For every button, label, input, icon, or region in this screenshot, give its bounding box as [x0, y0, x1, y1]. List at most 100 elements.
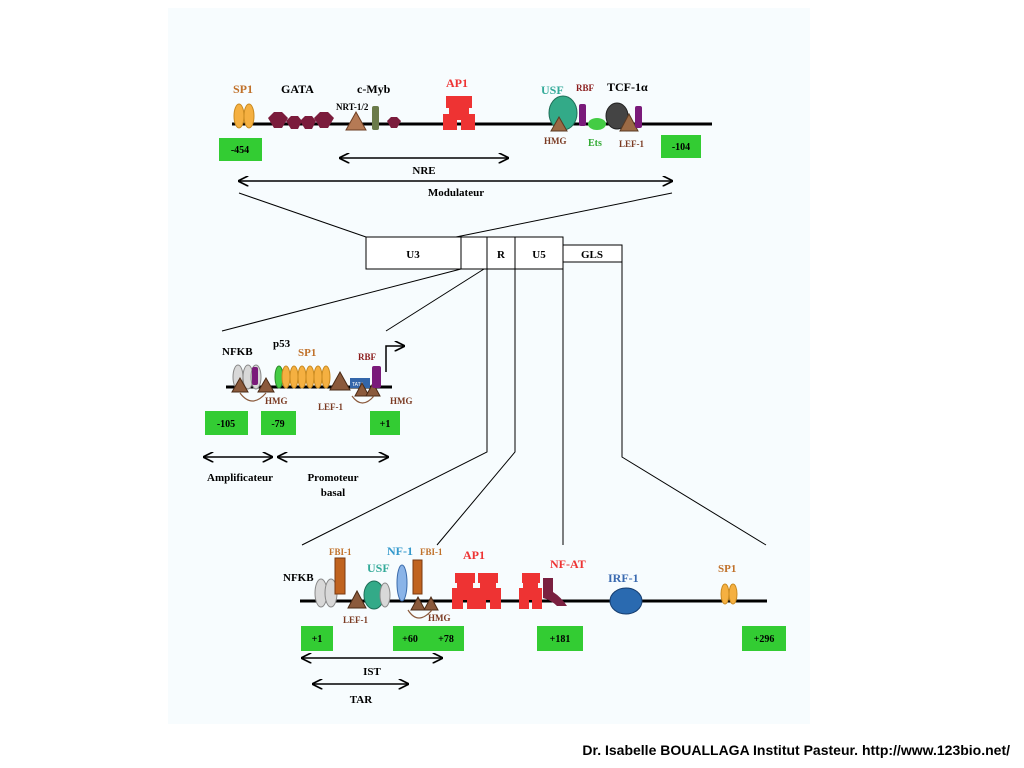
- promoter-pos-minus79: -79: [271, 419, 284, 430]
- pos-box-minus454: [219, 138, 262, 161]
- modulator-ap1-label: AP1: [446, 76, 468, 90]
- nfat-factor-icon: [519, 573, 542, 609]
- leader-hmg-triangle-1: [410, 595, 426, 611]
- promoter-loop-left: [239, 392, 267, 402]
- modulator-hmg-label: HMG: [544, 136, 567, 146]
- pos-box-plus78: [428, 626, 464, 651]
- promoter-nfkb-label: NFKB: [222, 346, 253, 358]
- modulator-cmyb-label: c-Myb: [357, 82, 391, 96]
- leader-pos-plus181: +181: [550, 634, 571, 645]
- promoter-hmg-triangle-1: [231, 376, 249, 393]
- ltr-section: U3 R U5 GLS: [221, 192, 767, 546]
- pos-box-minus105: [205, 411, 248, 435]
- promoter-pos-minus105: -105: [217, 419, 235, 430]
- zoom-line-leader-2: [436, 269, 516, 546]
- tar-label: TAR: [350, 694, 373, 706]
- promoter-hmg-triangle-3: [354, 381, 370, 397]
- leader-ap1-label: AP1: [463, 548, 485, 562]
- amplificateur-label: Amplificateur: [207, 472, 273, 484]
- fbi1-a-icon: [334, 557, 346, 595]
- leader-nf1-label: NF-1: [387, 544, 413, 558]
- pos-box-plus296: [742, 626, 786, 651]
- leader-irf1-label: IRF-1: [608, 571, 639, 585]
- nfat-dark-icon: [543, 578, 567, 606]
- modulator-ets-label: Ets: [588, 138, 602, 149]
- promoter-rbf-icon: [372, 366, 381, 388]
- ltr-u3-label: U3: [406, 249, 420, 261]
- leader-lef-label: LEF-1: [343, 615, 369, 625]
- nrt-triangle-icon: [345, 110, 367, 131]
- promoter-lef-label: LEF-1: [318, 402, 344, 412]
- promoter-sp1-label: SP1: [298, 347, 316, 359]
- zoom-line-promoter-right: [385, 268, 485, 332]
- modulator-gata-label: GATA: [281, 82, 314, 96]
- leader-usf-label: USF: [367, 561, 390, 575]
- promoter-hmg-left-label: HMG: [265, 396, 288, 406]
- leader-sp1-icon: [720, 583, 738, 605]
- rbf-factor-icon: [579, 104, 586, 126]
- modulator-tcf-label: TCF-1α: [607, 80, 648, 94]
- leader-pos-plus60: +60: [402, 634, 418, 645]
- credit-line: Dr. Isabelle BOUALLAGA Institut Pasteur.…: [582, 742, 1010, 758]
- modulateur-label: Modulateur: [428, 187, 484, 199]
- promoter-pos-plus1: +1: [380, 419, 391, 430]
- lef-triangle-icon: [619, 112, 639, 132]
- ist-label: IST: [363, 666, 381, 678]
- promoter-tata-label: TATA: [352, 382, 364, 388]
- leader-pos-plus296: +296: [754, 634, 775, 645]
- promoter-p53-label: p53: [273, 338, 291, 350]
- promoter-rbf-label: RBF: [358, 352, 377, 362]
- promoter-section: NFKB HMG p53 SP1 LEF-1 TATA RBF HMG: [204, 338, 413, 499]
- promoteur-label-1: Promoteur: [307, 472, 358, 484]
- promoter-hmg-triangle-2: [257, 376, 275, 393]
- ets-factor-icon: [588, 118, 606, 130]
- promoter-loop-right: [351, 395, 375, 404]
- promoter-sp1-icon: [281, 365, 331, 389]
- gata-factor-icon: [268, 112, 334, 129]
- transcription-start-arrow: [385, 346, 404, 372]
- sp1-factor-icon: [233, 103, 255, 129]
- zoom-line-leader-1: [301, 269, 488, 546]
- leader-pos-plus78: +78: [438, 634, 454, 645]
- leader-pos-plus1: +1: [312, 634, 323, 645]
- pos-box-minus79: [261, 411, 296, 435]
- promoter-lef-triangle: [329, 370, 351, 391]
- ltr-gls-box: [562, 244, 623, 263]
- promoteur-label-2: basal: [321, 487, 345, 499]
- leader-loop: [407, 609, 433, 619]
- pos-box-minus104: [661, 135, 701, 158]
- modulator-sp1-label: SP1: [233, 82, 253, 96]
- promoter-hmg-triangle-4: [365, 381, 381, 397]
- pos-box-plus60: [393, 626, 428, 651]
- leader-hmg-label: HMG: [428, 613, 451, 623]
- leader-sp1-label: SP1: [718, 563, 736, 575]
- irf1-factor-icon: [609, 587, 643, 615]
- tata-box-icon: [350, 378, 370, 388]
- ltr-gls-label: GLS: [581, 249, 603, 261]
- leader-hmg-triangle-2: [423, 595, 439, 611]
- ltr-gap-box: [460, 236, 488, 270]
- cmyb-factor-icon: [372, 106, 379, 130]
- small-hexagon-icon: [387, 117, 401, 128]
- leader-nfat-label: NF-AT: [550, 557, 586, 571]
- zoom-line-right-top: [455, 192, 673, 238]
- tcf-bar-icon: [635, 106, 642, 128]
- pos-box-plus181: [537, 626, 583, 651]
- leader-nfkb-label: NFKB: [283, 572, 314, 584]
- nf1-factor-icon: [396, 564, 408, 602]
- leader-fbi1-b-label: FBI-1: [420, 547, 443, 557]
- ltr-u5-label: U5: [532, 249, 546, 261]
- ap1-factor-icon: [443, 96, 475, 130]
- pos-box-plus1-leader: [301, 626, 333, 651]
- leader-ap1-icon-2: [475, 573, 501, 609]
- leader-usf-grey-icon: [379, 582, 391, 608]
- leader-lef-triangle: [347, 589, 367, 609]
- ltr-r-label: R: [497, 249, 506, 261]
- modulator-nrt-label: NRT-1/2: [336, 102, 369, 112]
- modulator-rbf-label: RBF: [576, 83, 595, 93]
- zoom-line-leader-4: [621, 262, 767, 546]
- leader-nfkb-icon: [314, 578, 338, 608]
- leader-ap1-icon-1: [452, 573, 478, 609]
- modulator-section: SP1 GATA c-Myb NRT-1/2 AP1 USF HMG RBF E…: [219, 76, 712, 199]
